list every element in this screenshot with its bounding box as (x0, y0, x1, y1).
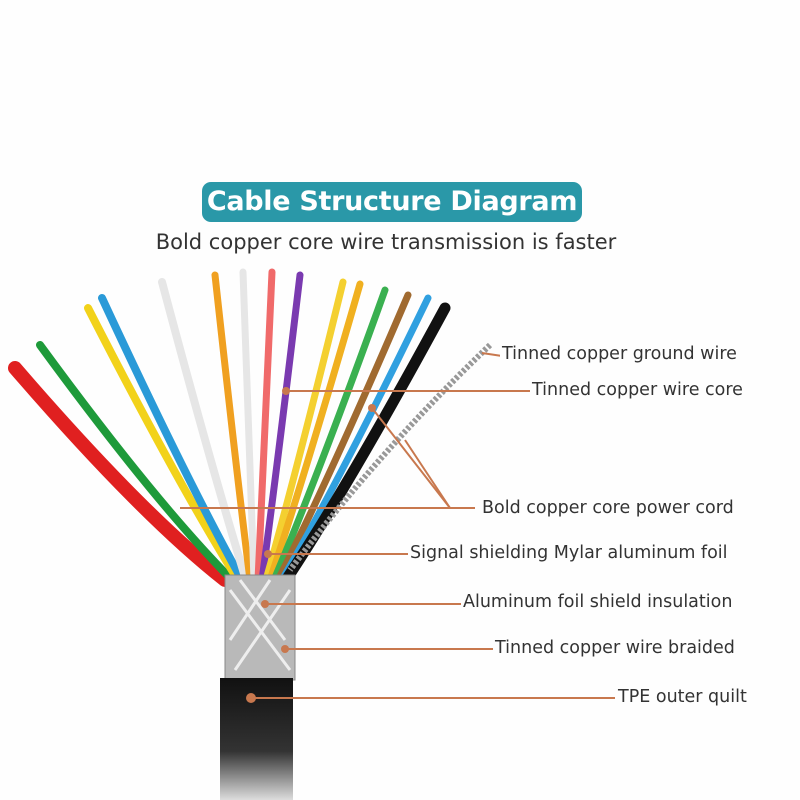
label-wire-core: Tinned copper wire core (530, 380, 745, 400)
wire-8 (258, 271, 304, 584)
wire-5 (211, 271, 254, 584)
label-foil-insulation: Aluminum foil shield insulation (461, 592, 735, 612)
diagram-title: Cable Structure Diagram (202, 182, 582, 222)
wire-3 (98, 294, 246, 584)
diagram-subtitle: Bold copper core wire transmission is fa… (155, 230, 617, 254)
wire-11 (270, 286, 389, 584)
label-mylar-foil: Signal shielding Mylar aluminum foil (408, 543, 730, 563)
wire-12 (274, 291, 412, 584)
label-outer-quilt: TPE outer quilt (616, 687, 749, 707)
wire-7 (254, 268, 276, 584)
label-ground-wire: Tinned copper ground wire (500, 344, 739, 364)
leader-lines (180, 352, 615, 699)
wire-10 (266, 280, 364, 584)
wire-2 (84, 304, 242, 584)
wire-6 (239, 268, 258, 584)
wire-9 (262, 278, 347, 584)
ground-wire (287, 342, 493, 572)
wire-4 (158, 278, 250, 584)
label-braided: Tinned copper wire braided (493, 638, 737, 658)
label-power-cord: Bold copper core power cord (480, 498, 736, 518)
wire-0 (8, 361, 232, 587)
tpe-outer-jacket (220, 678, 293, 800)
wire-1 (36, 341, 236, 584)
